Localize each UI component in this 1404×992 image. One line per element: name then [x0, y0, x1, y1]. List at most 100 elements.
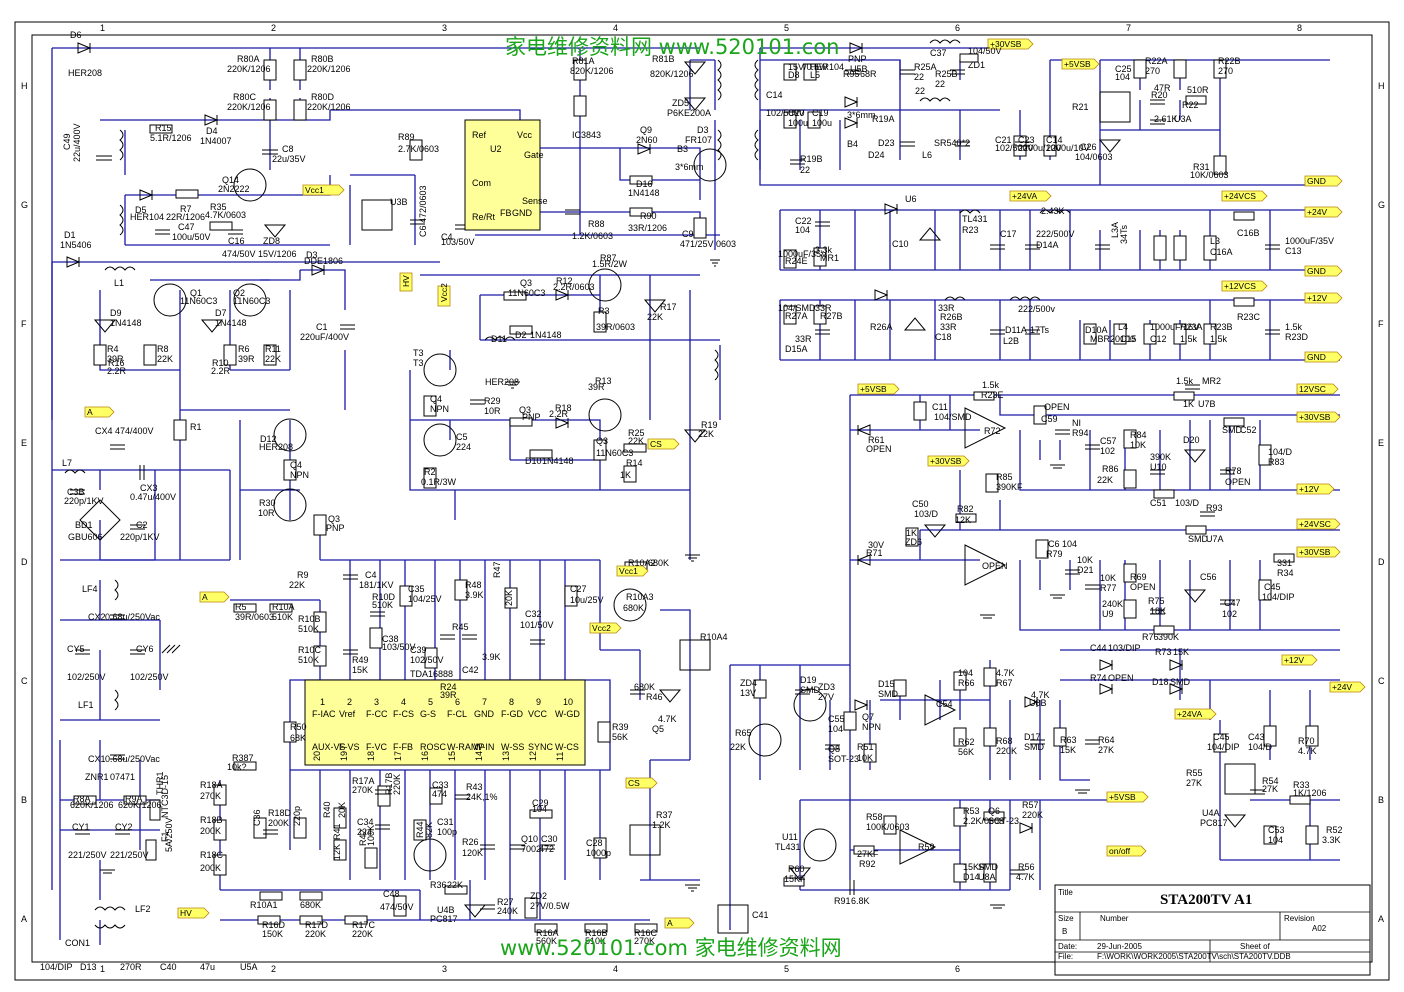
component-label: C11: [932, 402, 948, 412]
component-label: T3: [413, 358, 424, 368]
ic-tda-pin-num-bottom: 15: [447, 751, 457, 761]
component-label: R39: [612, 722, 629, 732]
ic-u2-body: [464, 119, 541, 231]
component-label: R77: [1100, 583, 1117, 593]
net-tag-p24v2: +24V: [1329, 681, 1366, 693]
component-label: 0.68u/250Vac: [105, 754, 160, 764]
component-label: R16C: [634, 928, 658, 938]
component-label: C4: [365, 570, 377, 580]
ic-u2-ref: U2: [490, 144, 502, 154]
component-label: 10K: [857, 753, 873, 763]
component-label: D24: [868, 150, 885, 160]
component-label: D7: [215, 308, 227, 318]
component-label: R23B: [1210, 322, 1233, 332]
component-label: 2.2K/0603: [963, 816, 1004, 826]
component-label: R18B: [200, 815, 223, 825]
component-label: 103/50V: [382, 642, 416, 652]
component-label: F1: [160, 831, 170, 842]
ic-tda-pin-num-top: 3: [374, 697, 379, 707]
component-label: 24K,1%: [466, 792, 498, 802]
component-label: 270: [1145, 66, 1160, 76]
component-label: R72: [984, 426, 1001, 436]
component-label: U3B: [390, 197, 408, 207]
component-label: 2.43K: [1041, 206, 1065, 216]
component-label: 20K: [504, 590, 514, 606]
inner-frame: [31, 34, 1373, 963]
component-label: 4.7K: [1298, 746, 1317, 756]
component-label: R25B: [935, 69, 958, 79]
component-label: R10A: [272, 602, 295, 612]
component-label: U3A: [1174, 114, 1192, 124]
net-tags: Vcc1Vcc1Vcc2Vcc2HVHVAAACSCS+30VSB+5VSBGN…: [84, 38, 1366, 929]
component-label: R9: [297, 570, 309, 580]
component-label: 33R: [815, 303, 832, 313]
ic-tda-pin-top: F-CC: [366, 709, 388, 719]
net-tag-label: GND: [1307, 176, 1326, 186]
component-label: HER104: [810, 62, 844, 72]
component-label: R10A3: [626, 592, 654, 602]
component-label: 390K: [1158, 632, 1179, 642]
component-label: 2.2R: [107, 366, 127, 376]
component-label: 474/50V: [380, 902, 414, 912]
component-label: 510K: [298, 655, 319, 665]
component-label: HER104: [130, 212, 164, 222]
component-label: 68R: [860, 69, 877, 79]
component-label: R70: [1298, 736, 1315, 746]
ic-tda-pin-num-bottom: 14: [474, 751, 484, 761]
ic-tda-pin-num-bottom: 16: [420, 751, 430, 761]
component-label: Q7: [862, 712, 874, 722]
component-label: LF2: [135, 904, 151, 914]
grid-row-left: G: [21, 200, 28, 210]
component-label: 1N4148: [215, 318, 247, 328]
component-label: 15K: [1060, 745, 1076, 755]
component-label: TL431: [775, 842, 801, 852]
sheet-label: Sheet of: [1240, 942, 1271, 951]
component-label: 270K: [352, 785, 373, 795]
component-label: 103/D: [1175, 498, 1200, 508]
component-label: 15K: [1173, 647, 1189, 657]
component-label: 220p/1KV: [64, 496, 104, 506]
component-label: 221/250V: [110, 850, 149, 860]
component-label: R24E: [785, 256, 808, 266]
ic-tda-pin-bottom: SYNC: [528, 742, 554, 752]
net-tag-label: A: [87, 407, 93, 417]
component-label: 104/D: [1268, 447, 1293, 457]
component-label: PNP: [848, 54, 867, 64]
component-label: 220K/1206: [227, 102, 271, 112]
component-label: 680K: [300, 900, 321, 910]
component-label: R66: [958, 678, 975, 688]
component-label: D8: [788, 70, 800, 80]
component-label: C18: [935, 332, 952, 342]
net-tag-p12vsc: 12VSC: [1296, 383, 1339, 395]
component-label: R10C: [298, 645, 322, 655]
component-label: R21: [1072, 102, 1089, 112]
component-label: R55: [1186, 768, 1203, 778]
component-label: 474/50V 15V/1206: [222, 249, 297, 259]
component-label: SOT-23: [988, 816, 1019, 826]
component-label: Q3: [328, 514, 340, 524]
component-label: C37: [930, 48, 947, 58]
component-label: R90: [640, 211, 657, 221]
component-label: 104: [795, 225, 810, 235]
component-label: NPN: [430, 404, 449, 414]
component-label: 270R: [120, 962, 142, 972]
ic-tda-pin-bottom: W-SS: [501, 742, 524, 752]
component-label: R33: [1293, 780, 1310, 790]
component-label: C9: [682, 229, 694, 239]
net-tag-vcc1: Vcc1: [302, 184, 345, 196]
component-label: 104/SMD: [778, 303, 816, 313]
net-tag-label: CS: [650, 439, 662, 449]
component-label: D11: [491, 334, 507, 344]
component-label: R80B: [311, 54, 334, 64]
component-label: ZD6: [905, 537, 922, 547]
component-label: C29: [532, 798, 549, 808]
component-label: R95: [843, 69, 860, 79]
component-label: C55: [828, 714, 845, 724]
component-label: CX2: [88, 612, 106, 622]
component-label: CX3: [140, 483, 158, 493]
component-label: R51: [857, 742, 874, 752]
component-label: 224: [456, 442, 471, 452]
component-label: R24: [440, 682, 457, 692]
component-label: R22: [1182, 100, 1199, 110]
component-label: P6KE200A: [667, 108, 711, 118]
